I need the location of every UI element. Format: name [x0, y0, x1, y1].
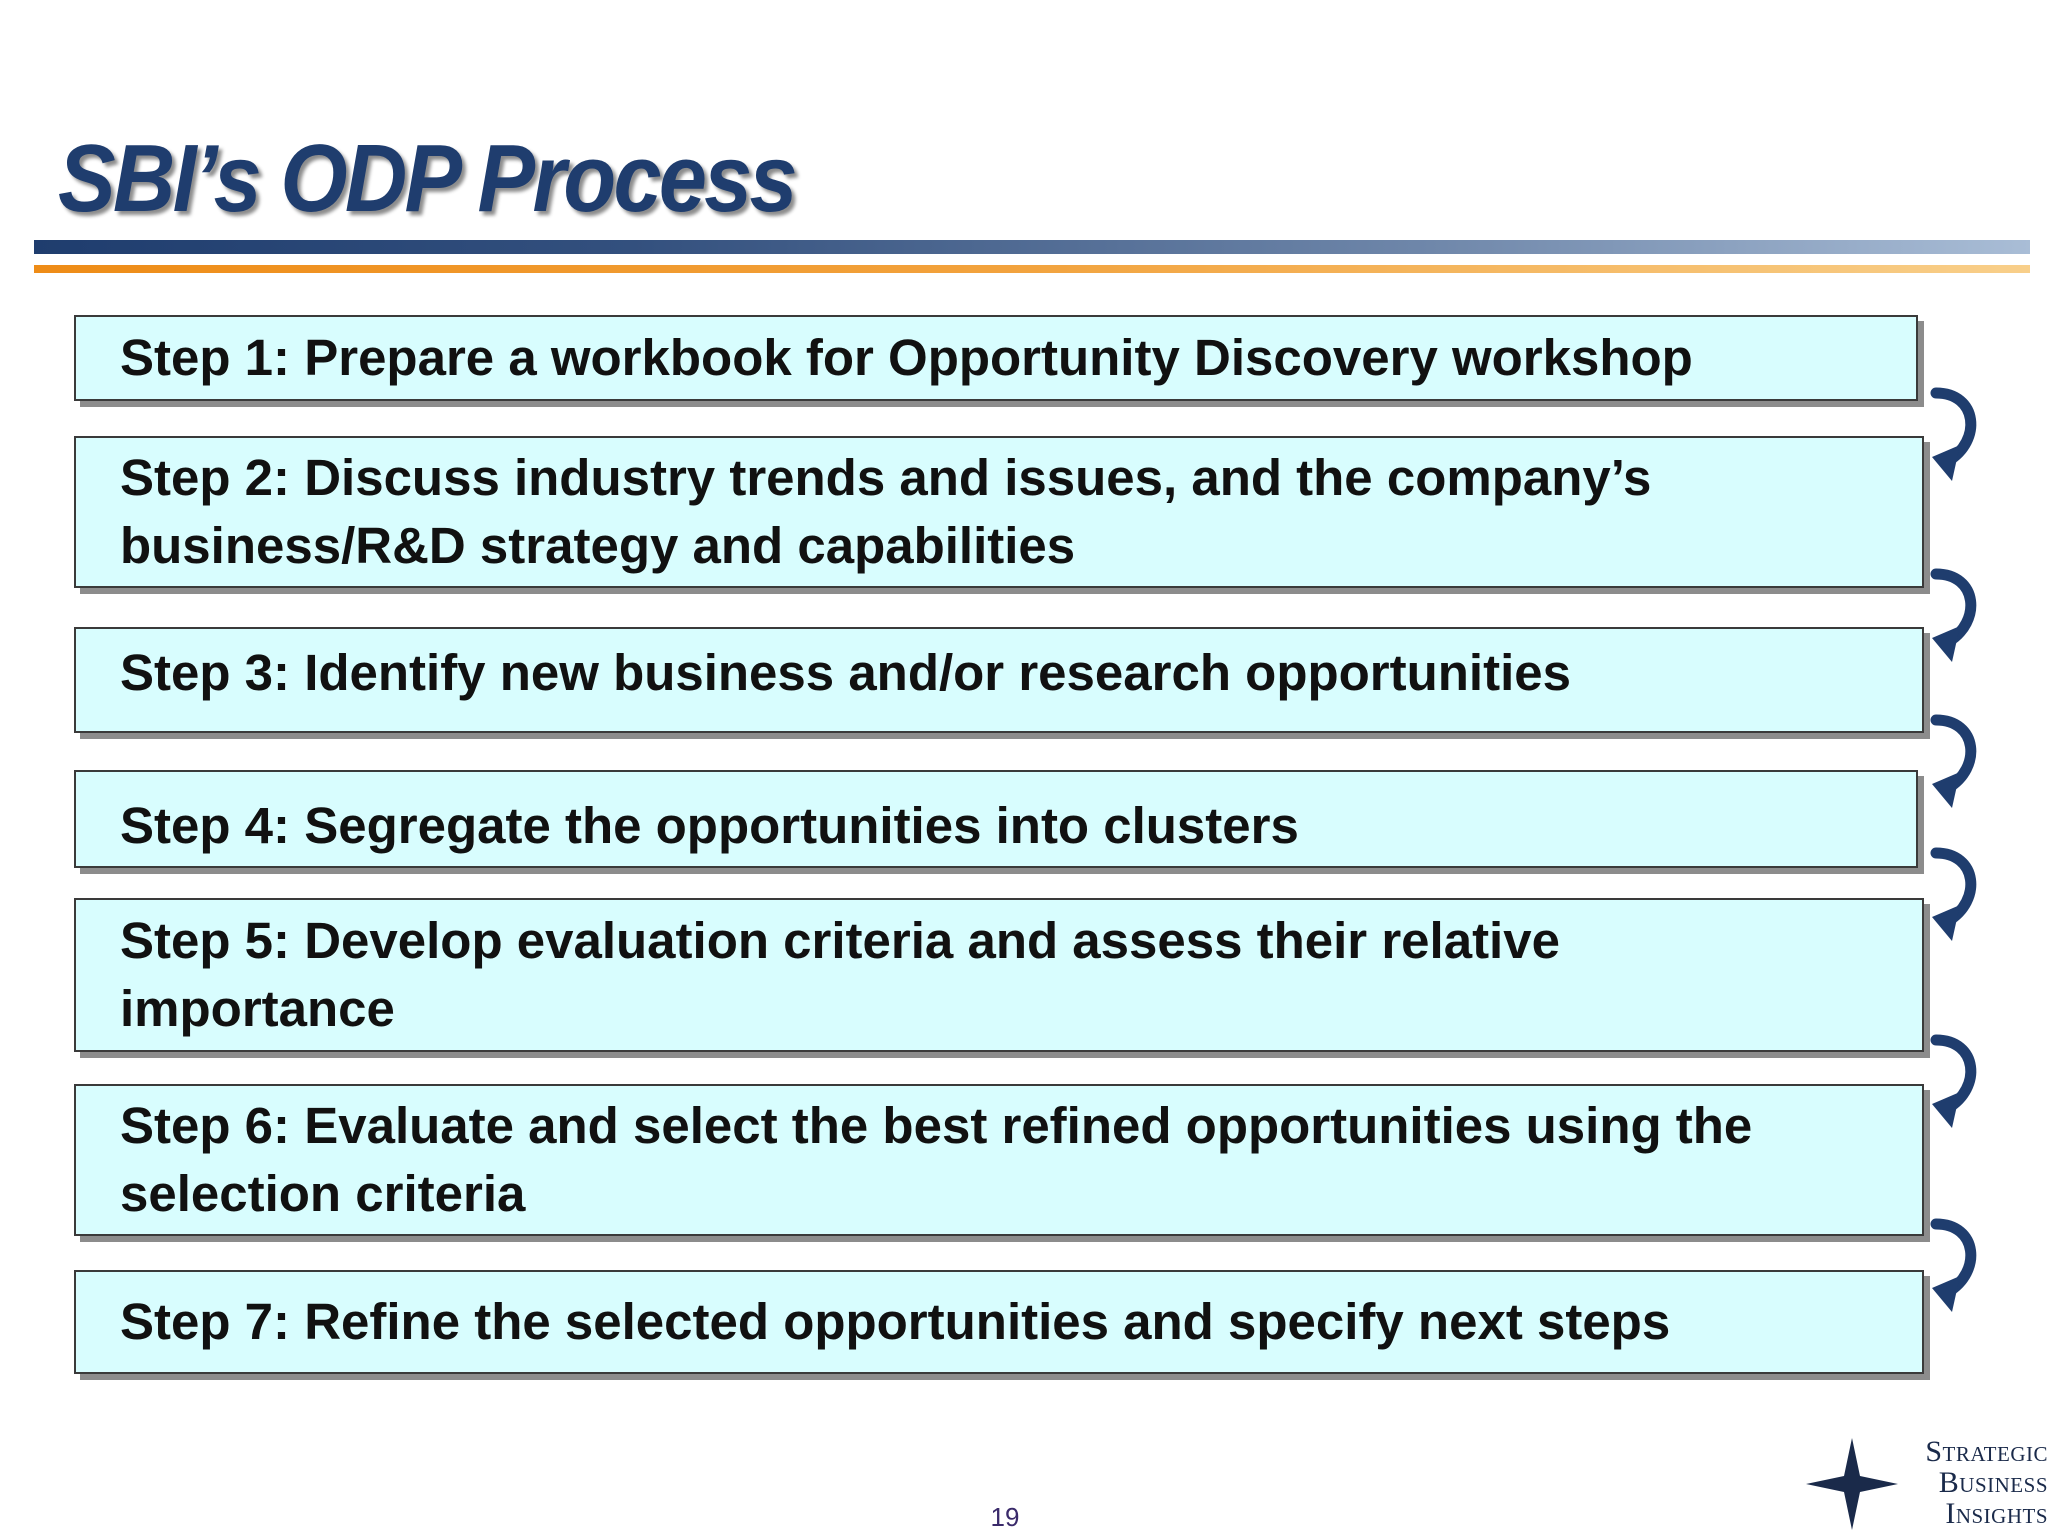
- page-number: 19: [990, 1502, 1020, 1532]
- step-4-box: Step 4: Segregate the opportunities into…: [74, 770, 1918, 868]
- step-3-box: Step 3: Identify new business and/or res…: [74, 627, 1924, 733]
- curved-arrow-icon: [1930, 568, 1977, 662]
- logo-line-3: Insights: [1945, 1497, 2048, 1530]
- curved-arrow-icon: [1930, 387, 1977, 481]
- step-6-box: Step 6: Evaluate and select the best ref…: [74, 1084, 1924, 1236]
- logo-line-1: Strategic: [1925, 1435, 2048, 1468]
- logo-wordmark: Strategic Business Insights: [1884, 1436, 2048, 1529]
- title-rule-blue: [34, 240, 2030, 254]
- slide-title: SBI’s ODP Process: [58, 125, 798, 232]
- step-5-label: Step 5: Develop evaluation criteria and …: [120, 912, 1560, 1037]
- step-2-box: Step 2: Discuss industry trends and issu…: [74, 436, 1924, 588]
- star-logo-icon: [1806, 1438, 1898, 1530]
- step-2-label: Step 2: Discuss industry trends and issu…: [120, 449, 1652, 574]
- step-6-label: Step 6: Evaluate and select the best ref…: [120, 1097, 1753, 1222]
- curved-arrow-icon: [1930, 1034, 1977, 1128]
- curved-arrow-icon: [1930, 714, 1977, 808]
- step-1-box: Step 1: Prepare a workbook for Opportuni…: [74, 315, 1918, 401]
- curved-arrow-icon: [1930, 1218, 1977, 1312]
- step-7-label: Step 7: Refine the selected opportunitie…: [120, 1293, 1671, 1350]
- logo-line-2: Business: [1938, 1466, 2048, 1499]
- step-3-label: Step 3: Identify new business and/or res…: [120, 644, 1571, 701]
- step-5-box: Step 5: Develop evaluation criteria and …: [74, 898, 1924, 1052]
- step-4-label: Step 4: Segregate the opportunities into…: [120, 797, 1299, 854]
- company-logo: Strategic Business Insights: [1800, 1432, 2048, 1536]
- step-1-label: Step 1: Prepare a workbook for Opportuni…: [120, 329, 1693, 386]
- step-7-box: Step 7: Refine the selected opportunitie…: [74, 1270, 1924, 1374]
- title-rule-orange: [34, 265, 2030, 273]
- curved-arrow-icon: [1930, 847, 1977, 941]
